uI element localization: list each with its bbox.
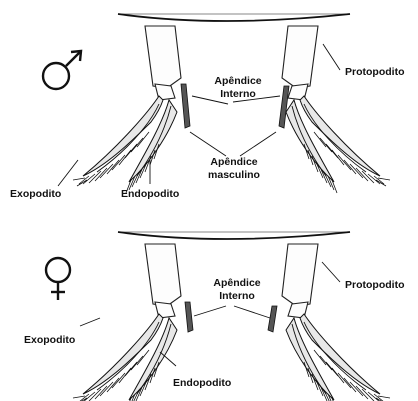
body-segment-arc-female bbox=[118, 232, 350, 239]
male-left-appendix bbox=[181, 84, 190, 128]
male-endopodito-label: Endopodito bbox=[121, 188, 179, 200]
male-left-pleopod bbox=[73, 26, 181, 193]
male-protopodito-label: Protopodito bbox=[345, 66, 404, 78]
male-symbol-icon bbox=[43, 51, 81, 89]
female-right-pleopod bbox=[282, 244, 390, 401]
female-left-appendix bbox=[185, 302, 193, 332]
body-segment-arc-male bbox=[118, 14, 350, 21]
male-apendice-interno-label-2: Interno bbox=[220, 88, 256, 100]
male-panel: Protopodito Apêndice Interno Apêndice ma… bbox=[10, 14, 404, 200]
male-apendice-masculino-label-2: masculino bbox=[208, 169, 260, 181]
female-apendice-interno-label-1: Apêndice bbox=[213, 277, 260, 289]
male-apendice-masculino-label-1: Apêndice bbox=[210, 156, 257, 168]
female-panel: Protopodito Apêndice Interno Exopodito E… bbox=[24, 232, 404, 401]
female-apendice-interno-label-2: Interno bbox=[219, 290, 255, 302]
male-right-appendix bbox=[279, 86, 289, 128]
female-endopodito-label: Endopodito bbox=[173, 377, 231, 389]
male-apendice-interno-label-1: Apêndice bbox=[214, 75, 261, 87]
male-exopodito-label: Exopodito bbox=[10, 188, 61, 200]
female-protopodito-label: Protopodito bbox=[345, 279, 404, 291]
female-symbol-icon bbox=[46, 258, 70, 300]
male-right-pleopod bbox=[282, 26, 390, 193]
female-right-appendix bbox=[268, 306, 277, 332]
female-exopodito-label: Exopodito bbox=[24, 334, 75, 346]
